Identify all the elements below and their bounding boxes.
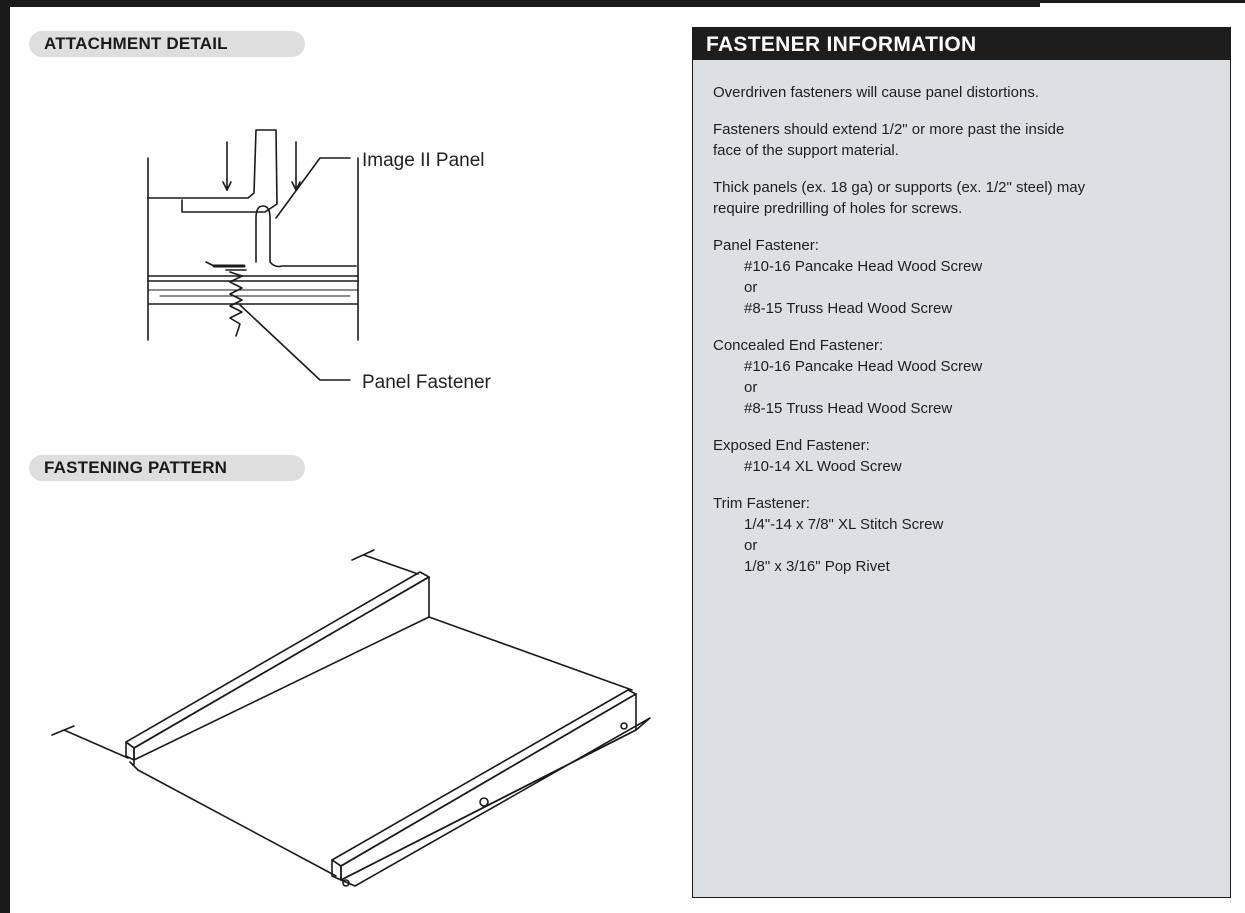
group-line: or (744, 537, 758, 554)
concealed-end-fastener-group: Concealed End Fastener: #10-16 Pancake H… (713, 335, 1210, 419)
group-line: #8-15 Truss Head Wood Screw (744, 300, 953, 317)
group-line: 1/8" x 3/16" Pop Rivet (744, 558, 890, 575)
group-heading: Trim Fastener: (713, 495, 810, 512)
group-line: 1/4"-14 x 7/8" XL Stitch Screw (744, 516, 944, 533)
page-border-top (0, 0, 1040, 7)
leader-panel (275, 157, 351, 219)
group-line: #8-15 Truss Head Wood Screw (744, 400, 953, 417)
arrow-left-head (222, 181, 232, 191)
page-border-left (0, 0, 10, 913)
group-heading: Concealed End Fastener: (713, 337, 884, 354)
info-paragraph: Thick panels (ex. 18 ga) or supports (ex… (713, 179, 1086, 217)
group-heading: Panel Fastener: (713, 237, 819, 254)
info-paragraph: Fasteners should extend 1/2" or more pas… (713, 121, 1065, 159)
group-line: #10-16 Pancake Head Wood Screw (744, 258, 983, 275)
panel-fastener-group: Panel Fastener: #10-16 Pancake Head Wood… (713, 235, 1210, 319)
group-line: or (744, 279, 758, 296)
attachment-detail-heading: ATTACHMENT DETAIL (29, 31, 305, 57)
fastening-pattern-drawing (51, 549, 651, 887)
leader-fastener (239, 304, 351, 381)
clip-tab (205, 261, 215, 267)
panel-profile (147, 129, 278, 213)
exposed-end-fastener-group: Exposed End Fastener: #10-14 XL Wood Scr… (713, 435, 1210, 477)
info-paragraph: Overdriven fasteners will cause panel di… (713, 84, 1039, 101)
clip-hook (255, 205, 357, 268)
screw-thread (229, 271, 243, 337)
trim-fastener-group: Trim Fastener: 1/4"-14 x 7/8" XL Stitch … (713, 493, 1210, 577)
fastener-information-panel: FASTENER INFORMATION Overdriven fastener… (692, 27, 1231, 898)
group-line: #10-14 XL Wood Screw (744, 458, 902, 475)
fastener-information-heading: FASTENER INFORMATION (693, 28, 1230, 60)
fastening-pattern-heading: FASTENING PATTERN (29, 455, 305, 481)
group-line: or (744, 379, 758, 396)
image-ii-panel-label: Image II Panel (362, 150, 485, 171)
page-border-top-right (1040, 0, 1245, 3)
group-line: #10-16 Pancake Head Wood Screw (744, 358, 983, 375)
fastener-information-body: Overdriven fasteners will cause panel di… (693, 60, 1230, 577)
panel-fastener-label: Panel Fastener (362, 372, 491, 393)
group-heading: Exposed End Fastener: (713, 437, 870, 454)
